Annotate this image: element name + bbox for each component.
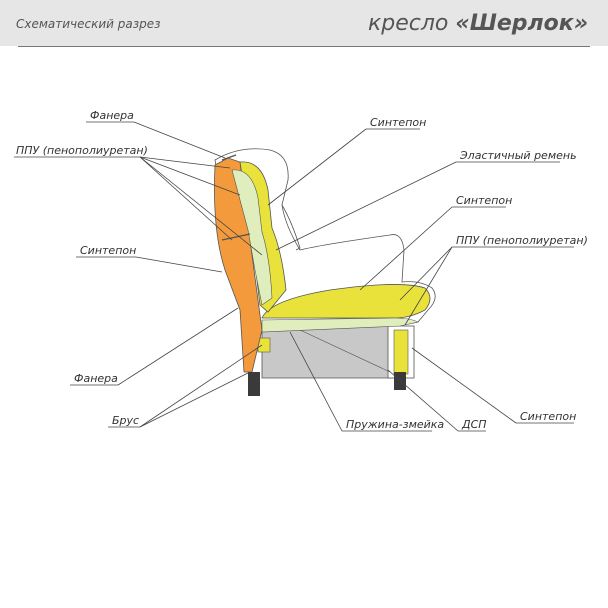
label-brus: Брус [112,414,139,427]
dsp-panel-inner [393,329,409,375]
product-name: «Шерлок» [455,11,588,36]
header-product-title: кресло «Шерлок» [368,11,588,36]
seat-padding [261,317,419,333]
front-leg [248,372,260,396]
label-sinteponn-bottom-right: Синтепон [520,410,576,423]
leader-ppu-right-2 [404,246,453,326]
label-sinteponn-left: Синтепон [80,244,136,257]
leader-sinteponn-bottom-right [411,347,517,424]
header-divider [18,46,590,47]
leader-dsp [387,369,459,432]
leader-spring [289,331,343,432]
header-section-title: Схематический разрез [16,17,161,31]
leader-fanera-top [133,121,226,159]
base-detail [299,329,391,373]
header-bar: Схематический разрез кресло «Шерлок» [0,0,608,46]
leader-brus-1 [139,371,251,428]
label-spring: Пружина-змейка [346,418,444,431]
label-fanera-top: Фанера [90,109,134,122]
leader-ppu-right-1 [399,246,453,301]
product-type: кресло [367,11,449,36]
leader-ppu-left-1 [139,156,231,169]
label-ppu-left: ППУ (пенополиуретан) [16,144,148,157]
back-padding [231,169,273,306]
label-dsp: ДСП [461,418,487,431]
seat-foam [261,284,431,319]
leader-fanera-bottom [117,307,239,386]
label-elastic-belt: Эластичный ремень [459,149,577,162]
label-sinteponn-mid-right: Синтепон [456,194,512,207]
label-ppu-right: ППУ (пенополиуретан) [456,234,588,247]
label-fanera-bottom: Фанера [74,372,118,385]
leader-sinteponn-top-right [267,128,367,206]
base-frame [261,324,403,379]
label-sinteponn-top-right: Синтепон [370,116,426,129]
rear-leg [394,372,406,390]
leader-ppu-left-2 [139,156,241,196]
leader-brus-2 [139,344,263,428]
leader-sinteponn-left [135,256,223,273]
wing-outline [281,204,301,251]
fanera-mid-line [221,233,251,241]
fanera-top-line [221,154,237,161]
leader-sinteponn-mid-right [359,206,453,291]
leader-ppu-left-3 [139,156,233,241]
leader-elastic-belt [275,161,457,251]
leader-ppu-left-4 [139,156,263,256]
back-orange-foam [214,157,263,373]
